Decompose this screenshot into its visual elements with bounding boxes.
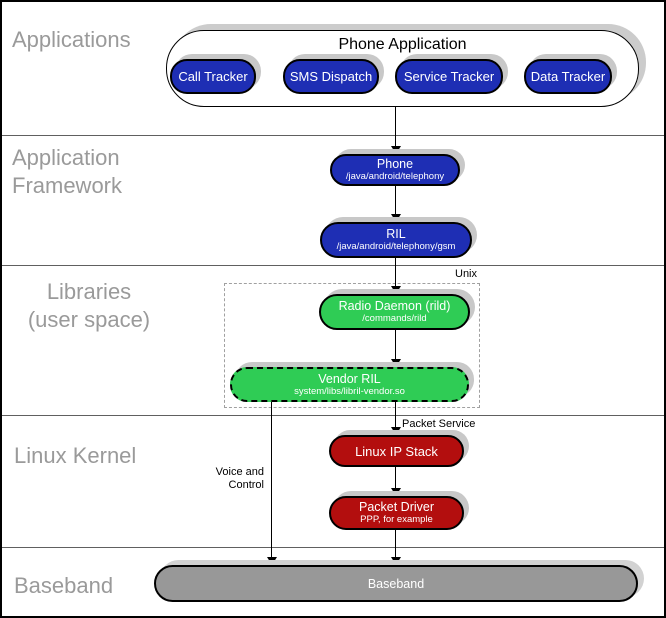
connector-vendorril-to-baseband-voice: [271, 402, 272, 558]
arrow-down-icon: [391, 214, 401, 222]
node-title: Vendor RIL: [318, 371, 381, 386]
connector-phoneapp-to-phone: [395, 107, 396, 147]
arrow-down-icon: [391, 359, 401, 367]
section-label-line: Linux Kernel: [14, 443, 137, 468]
voice-control-line: Voice and: [215, 466, 264, 478]
layer-divider: [2, 135, 664, 136]
node-label: Call Tracker: [178, 69, 248, 84]
node-linux-ip-stack: Linux IP Stack: [329, 435, 464, 467]
arrow-down-icon: [391, 557, 401, 565]
section-label-line: Baseband: [14, 573, 114, 598]
node-baseband: Baseband: [154, 565, 638, 602]
node-title: Baseband: [367, 576, 425, 591]
connector-packetdriver-to-baseband: [395, 529, 396, 558]
node-subtitle: /commands/rild: [362, 313, 427, 324]
section-label-line: Libraries: [46, 279, 132, 304]
arrow-down-icon: [391, 427, 401, 435]
node-phone: Phone /java/android/telephony: [330, 154, 460, 186]
node-subtitle: PPP, for example: [360, 514, 433, 525]
section-label-linux-kernel: Linux Kernel: [14, 442, 136, 470]
section-label-line: Application: [12, 145, 120, 170]
section-label-baseband: Baseband: [14, 572, 113, 600]
section-label-line: Applications: [12, 27, 131, 52]
node-radio-daemon: Radio Daemon (rild) /commands/rild: [319, 294, 470, 330]
node-vendor-ril: Vendor RIL system/libs/libril-vendor.so: [230, 367, 469, 402]
arrow-down-icon: [267, 557, 277, 565]
node-title: Radio Daemon (rild): [338, 299, 451, 313]
node-title: RIL: [386, 227, 406, 241]
section-label-line: Framework: [12, 173, 123, 198]
node-packet-driver: Packet Driver PPP, for example: [329, 496, 464, 530]
node-label: SMS Dispatch: [289, 69, 373, 84]
arrow-down-icon: [391, 488, 401, 496]
node-title: Phone: [376, 157, 414, 171]
packet-service-label: Packet Service: [402, 418, 476, 430]
voice-control-line: Control: [228, 479, 264, 491]
layer-divider: [2, 547, 664, 548]
voice-control-label: Voice and Control: [184, 466, 264, 492]
connector-radiodaemon-to-vendorril: [395, 330, 396, 360]
node-call-tracker: Call Tracker: [170, 59, 256, 94]
layer-divider: [2, 415, 664, 416]
section-label-application-framework: Application Framework: [12, 144, 122, 200]
arrow-down-icon: [391, 286, 401, 294]
node-label: Data Tracker: [530, 69, 606, 84]
node-subtitle: /java/android/telephony: [345, 171, 445, 182]
node-ril: RIL /java/android/telephony/gsm: [320, 222, 472, 258]
node-title: Packet Driver: [358, 500, 435, 514]
node-sms-dispatch: SMS Dispatch: [283, 59, 379, 94]
node-subtitle: /java/android/telephony/gsm: [336, 241, 456, 252]
node-label: Linux IP Stack: [355, 443, 438, 459]
node-subtitle: system/libs/libril-vendor.so: [294, 385, 405, 397]
section-label-line: (user space): [27, 307, 151, 332]
node-service-tracker: Service Tracker: [395, 59, 503, 94]
connector-vendorril-to-ipstack: [395, 402, 396, 428]
unix-label: Unix: [455, 268, 478, 280]
section-label-libraries: Libraries (user space): [10, 278, 168, 334]
phone-application-title: Phone Application: [338, 36, 467, 53]
node-label: Service Tracker: [403, 69, 495, 84]
section-label-applications: Applications: [12, 26, 131, 54]
unix-boundary-box: [224, 283, 480, 408]
connector-phone-to-ril: [395, 186, 396, 215]
layer-divider: [2, 265, 664, 266]
node-data-tracker: Data Tracker: [524, 59, 612, 94]
connector-ipstack-to-packetdriver: [395, 467, 396, 489]
connector-ril-to-radiodaemon: [395, 258, 396, 287]
arrow-down-icon: [391, 146, 401, 154]
